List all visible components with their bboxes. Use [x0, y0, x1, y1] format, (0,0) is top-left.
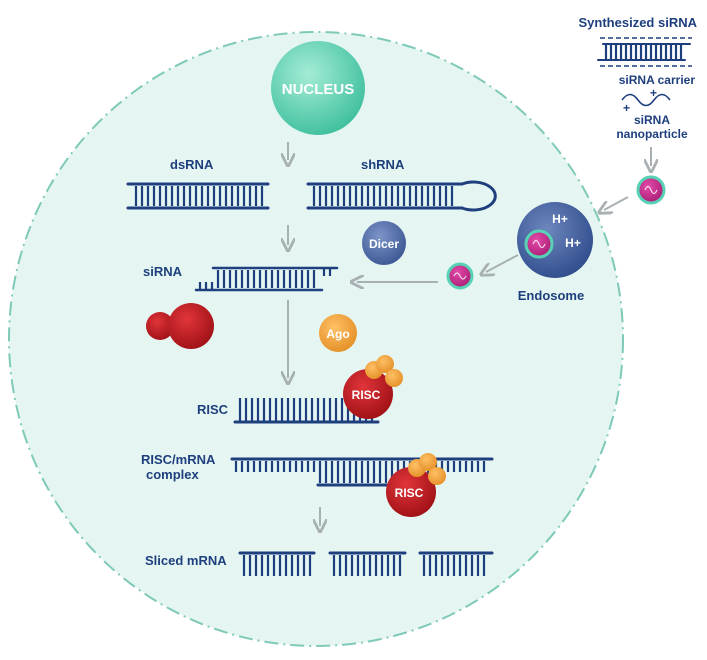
nucleus-circle: [271, 41, 365, 135]
ago-circle: [319, 314, 357, 352]
risc-circle-2: [386, 467, 436, 517]
protein-large-sphere: [168, 303, 214, 349]
rna-strands: [126, 180, 497, 576]
released-nanoparticle: [446, 262, 474, 290]
risc-complex-1: RISC: [343, 355, 403, 419]
legend-nanoparticle-line2: nanoparticle: [616, 127, 688, 141]
risc-complex-2: RISC: [386, 453, 446, 517]
endosome-h-plus-1: H+: [552, 212, 568, 226]
risc-mrna-label-line2: complex: [146, 467, 200, 482]
legend-carrier-wave: [621, 93, 671, 107]
sirna-structure: [194, 266, 339, 292]
legend-sirna-carrier: siRNA carrier: [619, 73, 696, 87]
legend: Synthesized siRNA siRNA carrier + + siRN…: [579, 15, 698, 141]
risc-mrna-label-line1: RISC/mRNA: [141, 452, 216, 467]
legend-carrier-plus-2: +: [650, 86, 657, 100]
dsrna-structure: [126, 182, 270, 210]
shrna-hairpin-loop: [461, 180, 497, 212]
legend-sirna-strand: [597, 43, 691, 61]
shrna-label: shRNA: [361, 157, 405, 172]
legend-nanoparticle-line1: siRNA: [634, 113, 670, 127]
protein-small-sphere: [146, 312, 174, 340]
pathway-arrows: [288, 142, 651, 526]
endosome-h-plus-2: H+: [565, 236, 581, 250]
sliced-mrna-fragments: [238, 551, 494, 576]
endosome-nanoparticle-squiggle: [532, 239, 546, 249]
endosome-circle: [517, 202, 593, 278]
dsrna-label: dsRNA: [170, 157, 214, 172]
protein-cluster: [146, 303, 214, 349]
dicer-label: Dicer: [369, 237, 399, 251]
risc-particle-label: RISC: [352, 388, 381, 402]
endosome-label: Endosome: [518, 288, 584, 303]
risc-ago-sphere-3: [385, 369, 403, 387]
dicer-circle: [362, 221, 406, 265]
shrna-structure: [306, 180, 497, 212]
nucleus: NUCLEUS: [271, 41, 365, 135]
sirna-label: siRNA: [143, 264, 183, 279]
external-nanoparticle-squiggle: [644, 185, 658, 195]
risc-ago-sphere-2: [376, 355, 394, 373]
risc-2-ago-sphere-2: [419, 453, 437, 471]
legend-synthesized-sirna: Synthesized siRNA: [579, 15, 698, 30]
arrow-nanoparticle-to-endosome: [604, 196, 629, 210]
ago: Ago: [319, 314, 357, 352]
arrow-endosome-to-nanoparticle: [486, 254, 519, 272]
external-nanoparticle: [636, 175, 666, 205]
risc-particle-2-label: RISC: [395, 486, 424, 500]
sliced-mrna-label: Sliced mRNA: [145, 553, 227, 568]
risc-label: RISC: [197, 402, 229, 417]
risc-circle: [343, 369, 393, 419]
released-nanoparticle-squiggle: [453, 272, 467, 280]
ago-label: Ago: [326, 327, 349, 341]
endosome-nanoparticle: [524, 229, 554, 259]
endosome: H+ H+ Endosome: [517, 202, 593, 303]
legend-carrier-plus-1: +: [623, 101, 630, 115]
nucleus-label: NUCLEUS: [282, 81, 355, 98]
dicer: Dicer: [362, 221, 406, 265]
risc-2-ago-sphere-3: [428, 467, 446, 485]
